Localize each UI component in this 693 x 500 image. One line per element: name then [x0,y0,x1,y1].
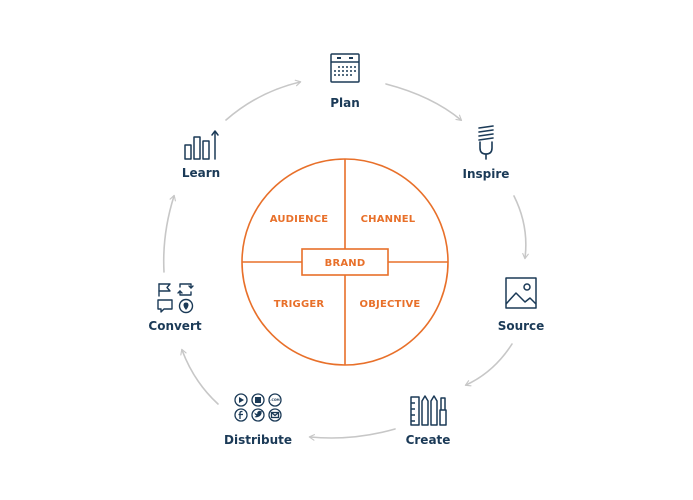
email-icon [268,408,282,422]
step-create: Create [406,395,451,447]
calendar-icon [330,53,360,83]
twitter-icon [251,408,265,422]
step-label-source: Source [498,319,545,333]
step-label-learn: Learn [182,166,220,180]
arrow-inspire-to-source [513,195,529,260]
retweet-icon [177,283,194,296]
segment-channel: CHANNEL [361,214,416,225]
dotcom-text: .COM [270,398,279,402]
location-icon [178,298,194,314]
comment-icon [157,299,173,313]
arrow-plan-to-inspire [385,83,463,122]
arrow-distribute-to-convert [180,348,219,405]
social-media-icon: .COM [234,393,282,422]
cycle-arrows [162,79,529,441]
step-label-inspire: Inspire [463,167,510,181]
step-learn: Learn [182,130,220,180]
pencil-ruler-icon [410,395,447,426]
arrow-learn-to-plan [225,79,302,121]
web-icon [268,393,282,407]
center-labels: AUDIENCE CHANNEL TRIGGER OBJECTIVE BRAND [270,214,421,310]
arrow-convert-to-learn [162,194,176,273]
step-label-create: Create [406,433,451,447]
segment-audience: AUDIENCE [270,214,329,225]
step-convert: Convert [148,283,202,333]
flag-icon [158,283,171,297]
bar-chart-icon [184,130,219,160]
linkedin-icon [251,393,265,407]
engagement-icon [157,283,194,314]
arrow-source-to-create [464,343,513,387]
segment-trigger: TRIGGER [274,299,325,310]
brand-label: BRAND [325,258,366,269]
play-icon [234,393,248,407]
step-label-plan: Plan [330,96,360,110]
step-inspire: Inspire [463,125,510,181]
step-label-convert: Convert [148,319,201,333]
segment-objective: OBJECTIVE [360,299,421,310]
step-source: Source [498,277,545,333]
arrow-create-to-distribute [308,428,396,441]
step-distribute: .COM Distribute [224,393,292,447]
lightbulb-icon [478,125,494,160]
image-icon [505,277,537,309]
center-wheel [241,158,449,366]
step-plan: Plan [330,53,360,110]
brand-box [301,248,389,276]
step-label-distribute: Distribute [224,433,292,447]
facebook-icon [234,408,248,422]
